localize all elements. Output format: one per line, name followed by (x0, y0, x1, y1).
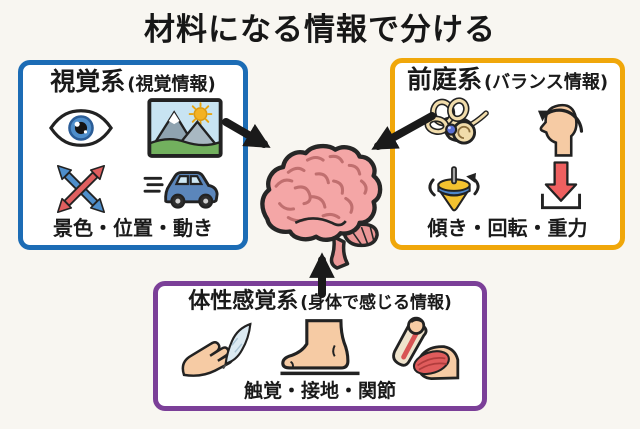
rotating-head-icon (537, 103, 583, 157)
somatosensory-icon-row (158, 313, 482, 381)
moving-car-icon (143, 170, 219, 209)
inner-ear-icon (424, 97, 490, 145)
visual-panel-label: 景色・位置・動き (53, 216, 213, 240)
visual-system-panel: 視覚系 (視覚情報) (18, 60, 248, 250)
somatosensory-panel-title: 体性感覚系 (身体で感じる情報) (188, 290, 452, 313)
somatosensory-system-panel: 体性感覚系 (身体で感じる情報) (153, 281, 487, 411)
somatosensory-panel-subtitle: (身体で感じる情報) (300, 293, 452, 313)
visual-panel-subtitle: (視覚情報) (127, 74, 216, 95)
vestibular-panel-name: 前庭系 (406, 65, 482, 94)
vestibular-panel-subtitle: (バランス情報) (483, 72, 609, 93)
brain-icon (260, 144, 383, 270)
hand-feather-icon (181, 322, 252, 378)
eye-icon (49, 108, 113, 147)
brain-illustration (250, 138, 398, 278)
page-title: 材料になる情報で分ける (144, 12, 496, 48)
arm-muscle-icon (391, 316, 459, 381)
vestibular-panel-label: 傾き・回転・重力 (427, 216, 588, 240)
visual-panel-title: 視覚系 (視覚情報) (50, 67, 216, 96)
vestibular-icon-grid (395, 93, 620, 217)
spinning-top-icon (428, 165, 480, 211)
gravity-down-arrow-icon (540, 160, 581, 209)
foot-icon (280, 319, 360, 376)
vestibular-panel-title: 前庭系 (バランス情報) (406, 65, 609, 94)
visual-icon-grid (23, 95, 243, 217)
visual-panel-name: 視覚系 (50, 67, 126, 96)
crossed-arrows-icon (56, 164, 106, 213)
somatosensory-panel-name: 体性感覚系 (188, 289, 299, 314)
landscape-picture-icon (147, 97, 223, 158)
somatosensory-panel-label: 触覚・接地・関節 (243, 380, 396, 403)
vestibular-system-panel: 前庭系 (バランス情報) (390, 58, 625, 250)
